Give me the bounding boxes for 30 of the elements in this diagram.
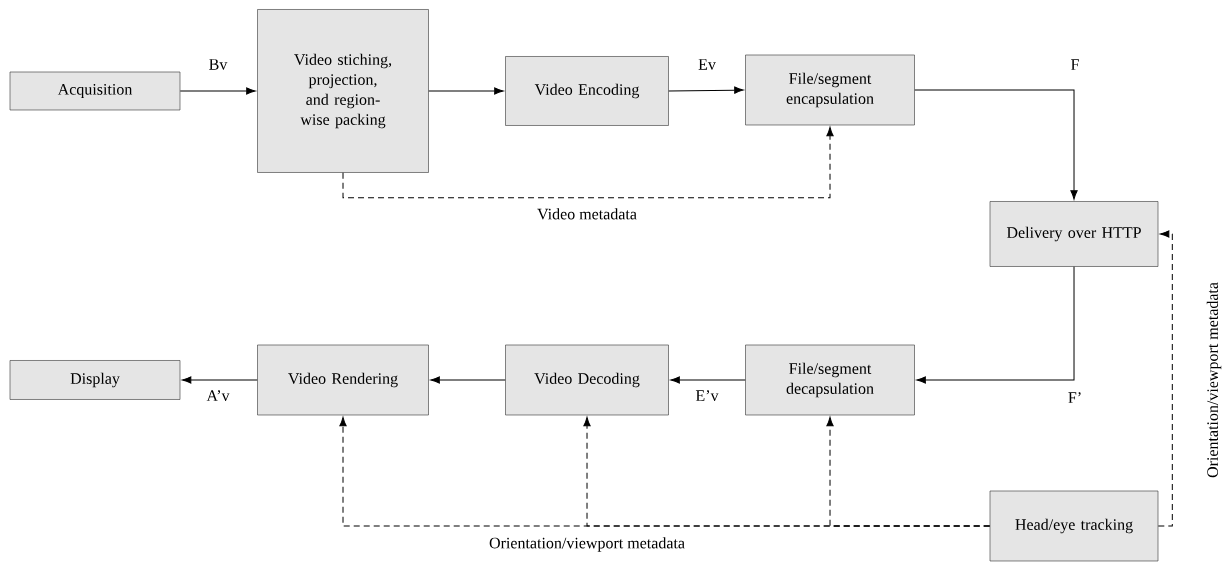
edge-label: F — [1071, 59, 1079, 70]
edge-label: Orientation/viewport metadata — [1206, 282, 1222, 478]
arrow — [179, 87, 256, 95]
arrow — [342, 126, 834, 199]
process-box: Head/eye tracking — [989, 490, 1159, 562]
edge-label: E’v — [695, 390, 719, 401]
process-box: Video Encoding — [505, 56, 669, 126]
arrow — [339, 416, 991, 527]
process-box: File/segment decapsulation — [745, 344, 915, 416]
arrow — [1157, 230, 1173, 527]
arrow — [181, 376, 258, 384]
process-box: Display — [9, 360, 181, 400]
edge-label: Orientation/viewport metadata — [489, 537, 685, 552]
edge-label: A’v — [206, 390, 230, 401]
process-box: Video Rendering — [257, 344, 429, 416]
arrow — [670, 376, 746, 384]
edge-label: Bv — [209, 59, 228, 70]
process-box: Video Decoding — [505, 344, 669, 416]
edge-label: Ev — [698, 59, 716, 70]
edge-label: F’ — [1068, 392, 1081, 403]
process-box: Video stiching, projection, and region-wise packing — [257, 9, 429, 173]
process-box: File/segment encapsulation — [745, 54, 915, 126]
process-box: Delivery over HTTP — [989, 201, 1159, 267]
edge-label: Video metadata — [537, 208, 637, 220]
arrow — [428, 87, 504, 95]
arrow — [916, 266, 1075, 384]
arrow — [914, 89, 1078, 200]
process-box: Acquisition — [9, 71, 181, 111]
arrow — [668, 86, 744, 94]
arrow — [430, 376, 506, 384]
